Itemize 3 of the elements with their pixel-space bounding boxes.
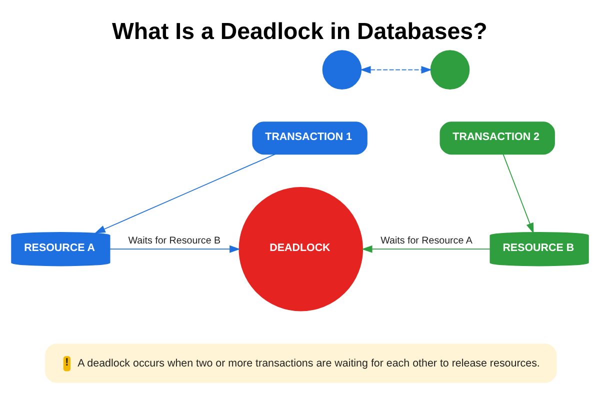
- edge-label: Waits for Resource A: [380, 236, 472, 247]
- edge-label: Waits for Resource B: [128, 236, 221, 247]
- diagram-title: What Is a Deadlock in Databases?: [112, 18, 488, 44]
